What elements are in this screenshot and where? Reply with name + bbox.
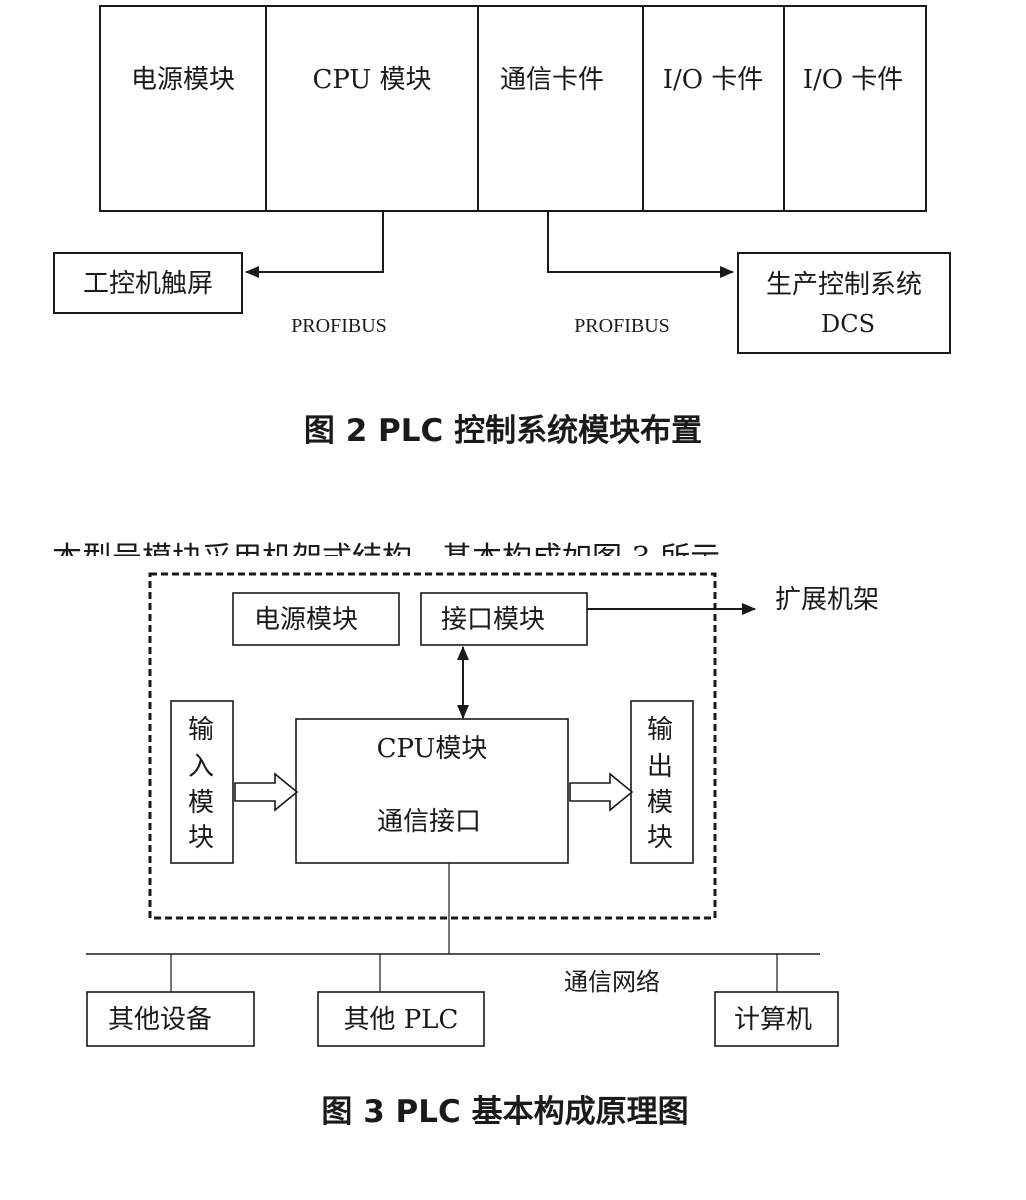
input-module-char: 模	[188, 788, 214, 818]
interface-module-box	[420, 592, 588, 646]
other-plc-label: 其他 PLC	[344, 1005, 459, 1035]
figure-3-caption: 图 3 PLC 基本构成原理图	[321, 1094, 688, 1130]
output-module-char: 模	[647, 788, 673, 818]
comm-interface-label: 通信接口	[377, 807, 481, 837]
input-module-box	[170, 700, 234, 864]
figure-2: 电源模块 CPU 模块 通信卡件 I/O 卡件 I/O 卡件 工控机触屏 PRO…	[53, 5, 951, 449]
other-plc-box	[317, 991, 485, 1047]
other-device-box	[86, 991, 255, 1047]
output-module-char: 输	[647, 715, 673, 745]
profibus-left-label: PROFIBUS	[291, 315, 387, 337]
module-cpu-label: CPU 模块	[312, 65, 431, 95]
cut-text-clip: 本型号模块采用机架式结构，基本构成如图 3 所示。	[52, 541, 750, 576]
computer-box	[714, 991, 839, 1047]
profibus-right-label: PROFIBUS	[574, 315, 670, 337]
output-module-char: 块	[647, 823, 673, 853]
interface-module-label: 接口模块	[441, 605, 545, 635]
figure-3: 本型号模块采用机架式结构，基本构成如图 3 所示。 电源模块 接口模块 扩展机架…	[52, 541, 879, 1130]
cpu-to-output-hollow-arrow	[569, 772, 634, 812]
output-module-char: 出	[647, 752, 673, 782]
cut-off-body-text: 本型号模块采用机架式结构，基本构成如图 3 所示。	[52, 541, 750, 576]
output-module-box	[630, 700, 694, 864]
power-module-box	[232, 592, 400, 646]
input-module-char: 入	[188, 752, 214, 782]
network-label: 通信网络	[564, 968, 660, 996]
module-io-card-label: I/O 卡件	[803, 65, 904, 95]
power-module-label: 电源模块	[254, 605, 358, 635]
other-device-label: 其他设备	[108, 1005, 212, 1035]
touchscreen-label: 工控机触屏	[83, 269, 213, 299]
cpu-module-label: CPU模块	[377, 734, 488, 764]
module-io-card-label: I/O 卡件	[663, 65, 764, 95]
dcs-box	[737, 252, 951, 354]
input-to-cpu-hollow-arrow	[234, 772, 299, 812]
dcs-label-line2: DCS	[821, 310, 875, 338]
cpu-module-box	[295, 718, 569, 864]
touchscreen-box	[53, 252, 243, 314]
module-power-label: 电源模块	[131, 65, 235, 95]
figure-2-caption: 图 2 PLC 控制系统模块布置	[304, 413, 702, 449]
cpu-to-touchscreen-arrow	[245, 211, 384, 278]
input-module-char: 块	[188, 823, 214, 853]
module-rack	[99, 5, 927, 212]
comm-to-dcs-arrow	[547, 211, 734, 278]
expansion-rack-label: 扩展机架	[775, 585, 879, 615]
module-comm-card-label: 通信卡件	[500, 65, 604, 95]
dcs-label-line1: 生产控制系统	[766, 270, 922, 300]
computer-label: 计算机	[734, 1005, 812, 1035]
plc-boundary	[148, 572, 717, 920]
input-module-char: 输	[188, 715, 214, 745]
